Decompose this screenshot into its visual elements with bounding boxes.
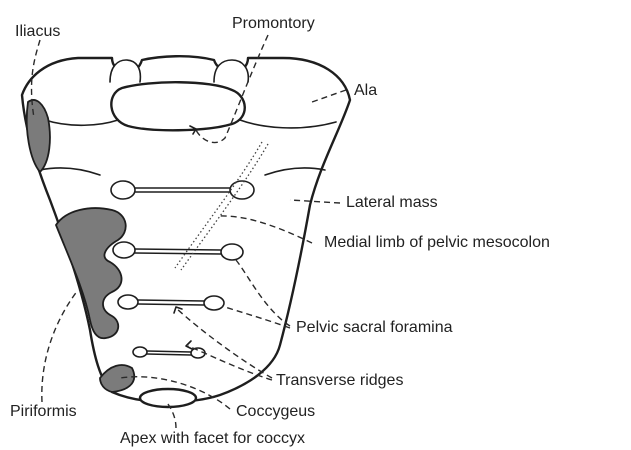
label-piriformis: Piriformis — [10, 403, 77, 420]
label-apex: Apex with facet for coccyx — [120, 430, 305, 447]
leader-piriformis — [42, 290, 78, 402]
right-articular-process — [214, 60, 248, 82]
label-medial-limb: Medial limb of pelvic mesocolon — [324, 234, 550, 251]
piriformis-area — [56, 208, 126, 338]
s1-body — [111, 82, 244, 130]
label-promontory: Promontory — [232, 15, 315, 32]
left-articular-process — [110, 60, 140, 82]
label-coccygeus: Coccygeus — [236, 403, 315, 420]
label-lateral-mass: Lateral mass — [346, 194, 438, 211]
label-iliacus: Iliacus — [15, 23, 60, 40]
label-pelvic-sacral-foramina: Pelvic sacral foramina — [296, 319, 453, 336]
label-transverse-ridges: Transverse ridges — [276, 372, 403, 389]
label-ala: Ala — [354, 82, 377, 99]
